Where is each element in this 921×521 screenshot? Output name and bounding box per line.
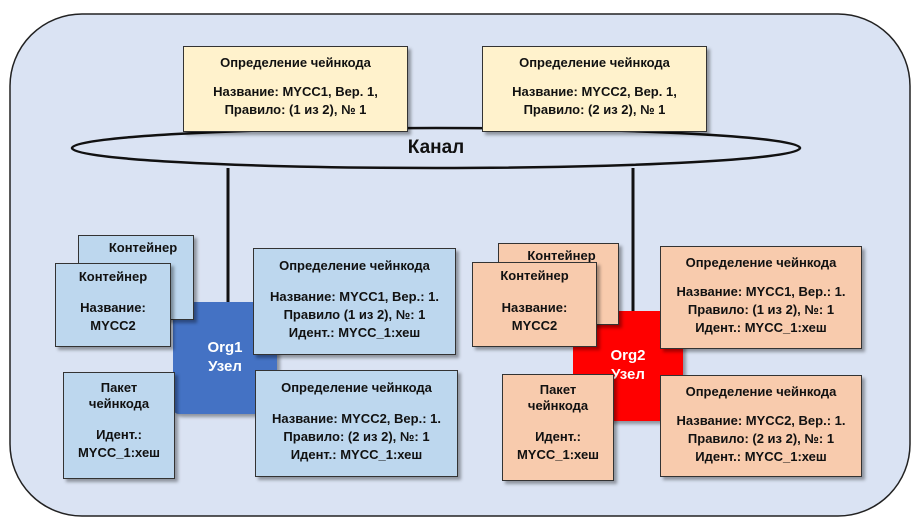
package-line: MYCC_1:хеш [77,445,161,460]
definition-line: Идент.: MYCC_1:хеш [695,449,827,464]
definition-line: Правило: (2 из 2), № 1 [523,102,666,117]
definition-header: Определение чейнкода [685,384,837,399]
package-header-line: Пакет [100,380,138,395]
package-line: Идент.: [96,427,142,442]
container-line: MYCC2 [511,318,558,333]
definition-header: Определение чейнкода [279,258,430,273]
container-header: Контейнер [108,240,178,255]
definition-line: Название: MYCC1, Вер. 1, [213,84,378,99]
definition-line: Идент.: MYCC_1:хеш [695,320,827,335]
definition-header: Определение чейнкода [281,380,432,395]
definition-line: Название: MYCC2, Вер.: 1. [676,413,846,428]
org2-chaincode-package: Пакет чейнкода Идент.: MYCC_1:хеш [502,374,614,481]
node-org-label: Org1 [207,339,243,356]
org1-container-front: Контейнер Название: MYCC2 [55,263,171,347]
definition-line: Идент.: MYCC_1:хеш [288,325,421,340]
channel-label: Канал [407,137,465,158]
channel-ellipse [70,126,802,170]
definition-header: Определение чейнкода [685,255,837,270]
definition-line: Название: MYCC2, Вер.: 1. [272,411,441,426]
definition-line: Название: MYCC1, Вер.: 1. [676,284,846,299]
channel-definition-mycc1: Определение чейнкода Название: MYCC1, Ве… [183,46,408,132]
org1-chaincode-package: Пакет чейнкода Идент.: MYCC_1:хеш [63,372,175,479]
definition-header: Определение чейнкода [519,55,670,70]
package-line: Идент.: [535,429,581,444]
org2-definition-mycc2: Определение чейнкода Название: MYCC2, Ве… [660,375,862,477]
org1-definition-mycc1: Определение чейнкода Название: MYCC1, Ве… [253,248,456,355]
container-header: Контейнер [500,268,569,283]
package-header-line: Пакет [539,382,577,397]
definition-line: Название: MYCC2, Вер. 1, [512,84,677,99]
definition-header: Определение чейнкода [220,55,371,70]
definition-line: Правило: (1 из 2), № 1 [224,102,367,117]
definition-line: Идент.: MYCC_1:хеш [290,447,423,462]
container-header: Контейнер [78,269,148,284]
channel-definition-mycc2: Определение чейнкода Название: MYCC2, Ве… [482,46,707,132]
definition-line: Правило: (2 из 2), №: 1 [283,429,430,444]
container-header: Контейнер [527,248,596,263]
container-line: Название: [80,300,146,315]
container-line: MYCC2 [90,318,136,333]
org2-container-front: Контейнер Название: MYCC2 [472,262,597,347]
package-header-line: чейнкода [527,398,589,413]
org1-definition-mycc2: Определение чейнкода Название: MYCC2, Ве… [255,370,458,477]
node-peer-label: Узел [208,358,242,375]
package-line: MYCC_1:хеш [516,447,600,462]
node-org-label: Org2 [610,347,646,364]
definition-line: Название: MYCC1, Вер.: 1. [270,289,439,304]
org2-definition-mycc1: Определение чейнкода Название: MYCC1, Ве… [660,246,862,349]
definition-line: Правило (1 из 2), №: 1 [283,307,426,322]
node-peer-label: Узел [611,366,645,383]
definition-line: Правило: (2 из 2), №: 1 [687,431,835,446]
package-header-line: чейнкода [88,396,150,411]
container-line: Название: [501,300,568,315]
definition-line: Правило: (1 из 2), №: 1 [687,302,835,317]
